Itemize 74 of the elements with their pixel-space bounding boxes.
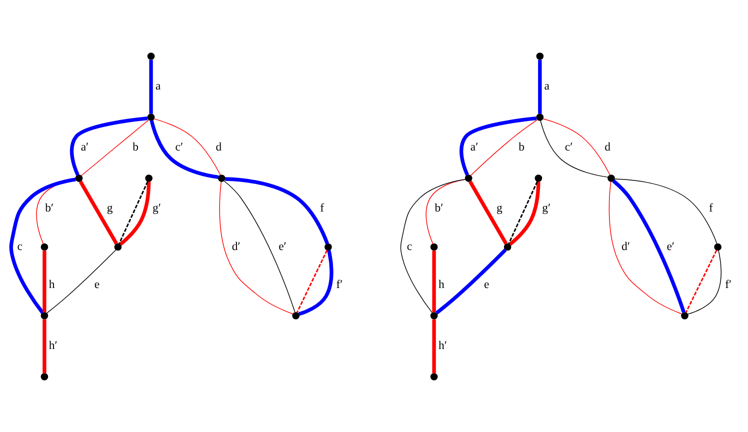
edge-label: a′ <box>80 140 89 154</box>
node-circle <box>218 174 226 182</box>
edge-label: c′ <box>564 140 573 154</box>
connector <box>78 180 118 244</box>
edge-label: g′ <box>542 201 551 214</box>
edge-label: d <box>604 140 610 154</box>
edge-label: d′ <box>622 239 630 252</box>
edge-label: d′ <box>232 239 240 252</box>
connector <box>298 250 334 316</box>
edge-label: h <box>438 278 444 291</box>
edge-label: g <box>496 201 502 214</box>
connector <box>460 116 537 176</box>
edge-label: b′ <box>434 201 444 214</box>
edge-label: g <box>106 201 113 214</box>
connector <box>42 318 46 373</box>
connector <box>435 248 507 314</box>
node-circle <box>40 312 48 319</box>
connector <box>614 178 718 244</box>
node-circle <box>714 242 722 250</box>
node-circle <box>324 242 332 250</box>
node-circle <box>534 174 542 182</box>
edge-label: h′ <box>48 338 58 352</box>
connector <box>426 178 466 244</box>
edge-label: f <box>708 201 713 214</box>
connector <box>149 59 153 114</box>
edge-label: b′ <box>45 201 54 214</box>
edge-label: e′ <box>666 239 675 252</box>
edge-label: a <box>155 79 161 92</box>
node-circle <box>430 312 438 319</box>
edge-label: a <box>544 79 550 92</box>
connector <box>80 119 149 176</box>
connector <box>538 59 542 114</box>
edge-label: e′ <box>278 239 286 252</box>
node-circle <box>536 52 544 60</box>
node-circle <box>681 312 688 319</box>
connector <box>468 180 508 244</box>
edge-label: f′ <box>336 278 343 291</box>
node-circle <box>504 242 512 250</box>
edge-label: f <box>320 201 324 214</box>
edge-label: e <box>94 278 100 291</box>
node-circle <box>147 52 155 60</box>
node-circle <box>430 372 438 380</box>
connector <box>296 249 328 312</box>
connector <box>70 116 148 176</box>
node-circle <box>75 174 83 182</box>
edge-label: h <box>48 278 55 291</box>
node-circle <box>114 242 122 250</box>
connector <box>225 176 330 244</box>
edge-label: b <box>518 140 524 154</box>
edge-label: b <box>132 140 139 154</box>
connector <box>46 248 116 313</box>
node-circle <box>145 174 153 182</box>
node-circle <box>464 174 472 182</box>
node-circle <box>608 174 615 182</box>
node-circle <box>430 242 438 250</box>
node-circle <box>40 242 48 250</box>
edge-label: f′ <box>725 278 732 291</box>
edge-label: d <box>216 140 222 154</box>
edge-label: g′ <box>152 201 161 214</box>
connector <box>400 178 466 313</box>
node-circle <box>292 312 300 319</box>
edge-label: h′ <box>438 338 447 352</box>
node-circle <box>536 113 544 120</box>
edge-label: c <box>17 239 22 252</box>
connector <box>432 318 436 373</box>
connector <box>42 250 46 312</box>
edge-label: c′ <box>175 140 184 154</box>
edge-label: c <box>406 239 412 252</box>
edge-label: e <box>484 278 490 291</box>
connector <box>432 250 436 312</box>
node-circle <box>147 113 155 120</box>
edge-label: a′ <box>470 140 478 154</box>
node-circle <box>40 372 48 380</box>
connector <box>470 118 538 176</box>
